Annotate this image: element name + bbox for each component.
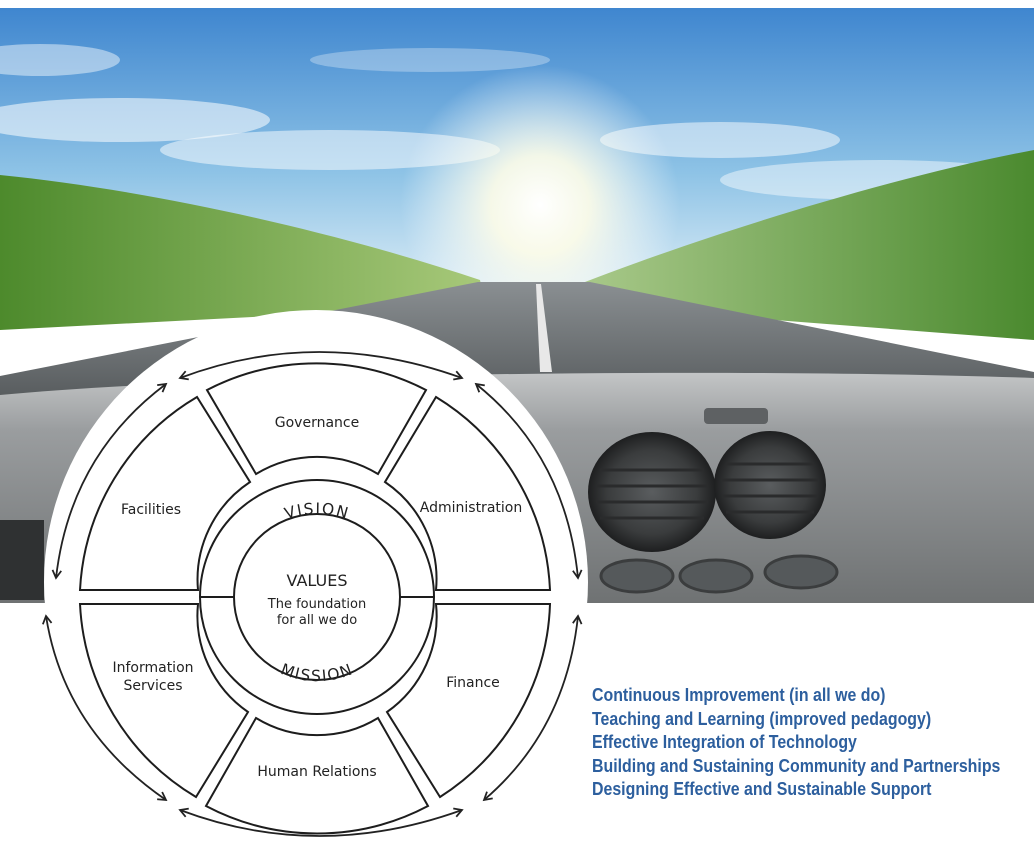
goal-item: Designing Effective and Sustainable Supp… — [592, 778, 932, 799]
segment-governance — [205, 362, 428, 476]
segment-facilities — [78, 395, 252, 591]
goal-item: Teaching and Learning (improved pedagogy… — [592, 707, 932, 729]
arrow-upper-right — [474, 382, 583, 580]
arrow-bottom — [178, 807, 464, 837]
dashboard-sensor — [704, 408, 768, 424]
arrow-upper-left — [51, 382, 168, 580]
goals-list: Continuous Improvement (in all we do) Te… — [592, 683, 1034, 801]
dashboard-knobs — [599, 554, 839, 594]
human-relations-label: Human Relations — [257, 764, 376, 780]
information-services-label-line1: Information — [112, 660, 193, 676]
vision-mission-wheel: VISION MISSION VALUES The foundation for… — [42, 310, 588, 849]
finance-label: Finance — [446, 675, 500, 691]
goal-item: Effective Integration of Technology — [592, 731, 857, 752]
vision-label: VISION — [282, 500, 351, 523]
values-title: VALUES — [287, 571, 348, 590]
values-line1: The foundation — [267, 597, 366, 612]
values-line2: for all we do — [277, 613, 357, 628]
facilities-label: Facilities — [121, 502, 181, 518]
cycle-arrows — [42, 351, 583, 837]
hill-right — [580, 150, 1034, 340]
administration-label: Administration — [420, 500, 522, 516]
hill-left — [0, 175, 485, 330]
governance-label: Governance — [275, 415, 359, 431]
segment-information-services — [78, 603, 250, 799]
information-services-label-line2: Services — [123, 678, 182, 694]
arrow-top — [178, 351, 464, 381]
segment-human-relations — [204, 716, 430, 835]
road-center-line — [536, 284, 552, 372]
goal-item: Continuous Improvement (in all we do) — [592, 684, 886, 705]
segment-outlines — [78, 362, 552, 835]
goal-item: Building and Sustaining Community and Pa… — [592, 754, 1001, 776]
left-vent-edge — [0, 520, 44, 600]
arrow-lower-left — [42, 614, 168, 802]
air-vent-left — [588, 432, 716, 552]
segment-finance — [385, 603, 552, 799]
segment-administration — [383, 395, 552, 591]
arrow-lower-right — [482, 614, 583, 802]
air-vent-right — [714, 431, 826, 539]
